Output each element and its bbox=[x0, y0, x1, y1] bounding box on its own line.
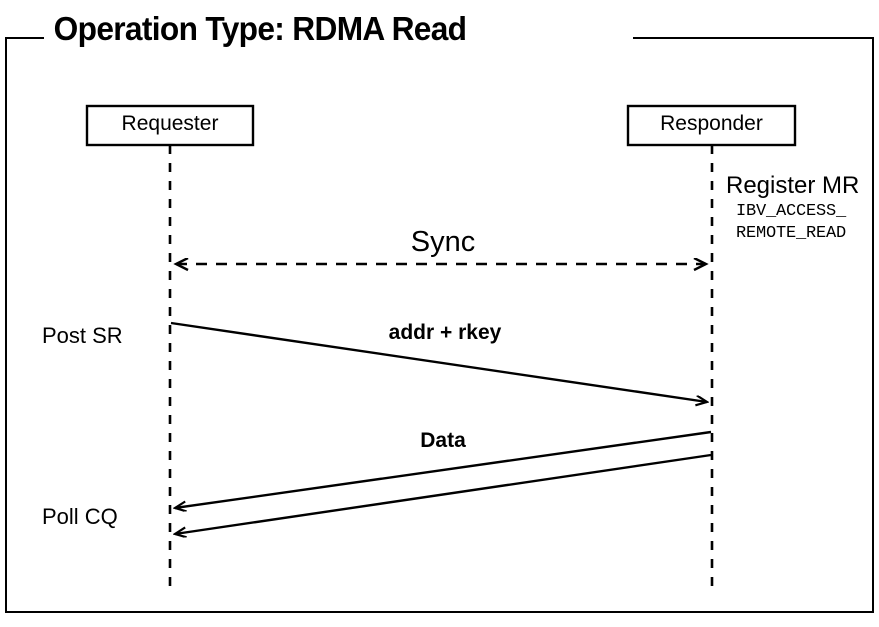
message-label-sync: Sync bbox=[410, 226, 476, 258]
note-register-mr-flag-line1: IBV_ACCESS_ bbox=[736, 202, 847, 221]
participant-label-requester: Requester bbox=[121, 112, 219, 135]
note-register-mr-flag-line2: REMOTE_READ bbox=[736, 224, 847, 243]
activity-label-post-sr: Post SR bbox=[42, 323, 123, 348]
message-label-data: Data bbox=[420, 429, 466, 452]
message-arrow-addr-rkey bbox=[170, 321, 707, 402]
message-label-addr-rkey: addr + rkey bbox=[388, 321, 502, 344]
diagram-frame bbox=[5, 37, 874, 613]
message-arrow-data-2 bbox=[175, 453, 712, 534]
message-arrow-data-1 bbox=[175, 430, 712, 508]
page-title: Operation Type: RDMA Read bbox=[46, 12, 475, 45]
participant-label-responder: Responder bbox=[660, 112, 763, 135]
activity-label-poll-cq: Poll CQ bbox=[42, 504, 118, 529]
note-register-mr-title: Register MR bbox=[726, 172, 860, 199]
participant-box-requester[interactable] bbox=[85, 104, 255, 147]
